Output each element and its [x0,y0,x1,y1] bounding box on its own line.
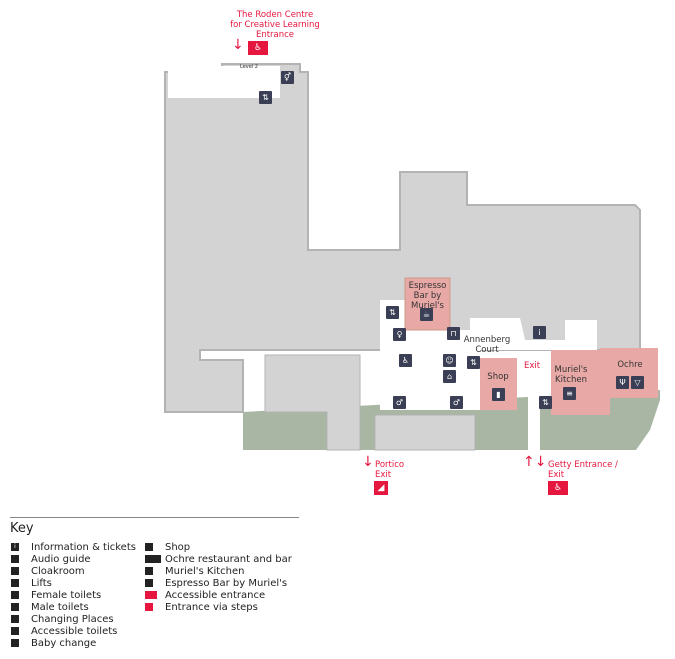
accessible-entrance-icon[interactable]: ♿ [248,41,268,55]
cloakroom-icon [11,567,19,575]
changing-places-icon[interactable]: ⚥ [281,71,294,84]
key-item: Entrance via steps [165,601,258,613]
key-item: Shop [165,541,191,553]
key-item: Accessible toilets [31,625,118,637]
lifts-icon[interactable]: ⇅ [259,91,272,104]
key-item: Female toilets [31,589,102,601]
changing-places-icon [11,615,19,623]
arrow-down-icon: ↓ [232,37,244,53]
entrance-via-steps-icon [145,603,153,611]
espresso-bar-icon[interactable]: ☕ [420,308,433,321]
lifts-icon[interactable]: ⇅ [539,396,552,409]
key-column-1: i Information & tickets Audio guide Cloak… [11,541,136,649]
accessible-entrance-icon [145,591,157,599]
shop-icon [145,543,153,551]
accessible-toilets-icon[interactable]: ♿ [399,354,412,367]
key-column-2: Shop Ochre restaurant and bar Muriel's K… [145,541,292,613]
key-item: Audio guide [31,553,91,565]
shop-label[interactable]: Shop [487,372,509,382]
muriels-kitchen-icon [145,567,153,575]
arrow-updown-icon: ↑↓ [523,454,547,470]
key-item: Baby change [31,637,97,649]
male-toilets-icon [11,603,19,611]
roden-entrance-label: The Roden Centre for Creative Learning E… [230,10,320,40]
accessible-toilets-icon [11,627,19,635]
cloakroom-icon[interactable]: ⌂ [443,370,456,383]
muriels-kitchen-label[interactable]: Muriel's Kitchen [554,365,588,385]
male-toilets-icon[interactable]: ♂ [393,396,406,409]
lifts-icon[interactable]: ⇅ [386,306,399,319]
entrance-via-steps-icon[interactable]: ◢ [374,481,388,495]
key-item: Muriel's Kitchen [165,565,245,577]
key-item: Ochre restaurant and bar [165,553,292,565]
level2-label: Level 2 [240,64,258,70]
espresso-bar-area [404,277,451,331]
shop-area [480,358,517,410]
key-item: Information & tickets [31,541,136,553]
restaurant-bar-icon [145,555,161,563]
male-toilets-icon[interactable]: ♂ [450,396,463,409]
central-court [380,300,597,410]
information-icon[interactable]: i [533,326,546,339]
key-item: Male toilets [31,601,89,613]
key-item: Lifts [31,577,52,589]
key-title: Key [10,521,34,536]
baby-change-icon [11,639,19,647]
arrow-down-icon: ↓ [362,454,374,470]
wing-east [264,354,361,451]
annenberg-court-label: Annenberg Court [463,335,511,355]
lifts-icon[interactable]: ⇅ [467,356,480,369]
key-item: Changing Places [31,613,114,625]
accessible-entrance-icon[interactable]: ♿ [548,481,568,495]
info-icon: i [11,543,19,551]
restaurant-icon[interactable]: Ψ [616,376,629,389]
female-toilets-icon[interactable]: ♀ [393,328,406,341]
muriels-kitchen-icon[interactable]: ≡ [563,387,576,400]
key-item: Cloakroom [31,565,85,577]
lifts-icon [11,579,19,587]
espresso-bar-label[interactable]: Espresso Bar by Muriel's [408,281,447,311]
south-block [374,414,476,451]
exit-label: Exit [524,361,541,371]
espresso-bar-icon [145,579,153,587]
female-toilets-icon [11,591,19,599]
key-item: Espresso Bar by Muriel's [165,577,288,589]
exit-corridor [528,358,540,450]
shop-icon[interactable]: ▮ [492,388,505,401]
baby-change-icon[interactable]: ☺ [443,354,456,367]
audio-guide-icon [11,555,19,563]
getty-entrance-label: Getty Entrance / Exit [548,460,618,480]
ochre-label[interactable]: Ochre [617,360,643,370]
key-divider [10,517,299,518]
picnic-icon[interactable]: ⊓ [447,327,460,340]
key-item: Accessible entrance [165,589,266,601]
portico-exit-label: Portico Exit [375,460,405,480]
bar-icon[interactable]: ▽ [631,376,644,389]
